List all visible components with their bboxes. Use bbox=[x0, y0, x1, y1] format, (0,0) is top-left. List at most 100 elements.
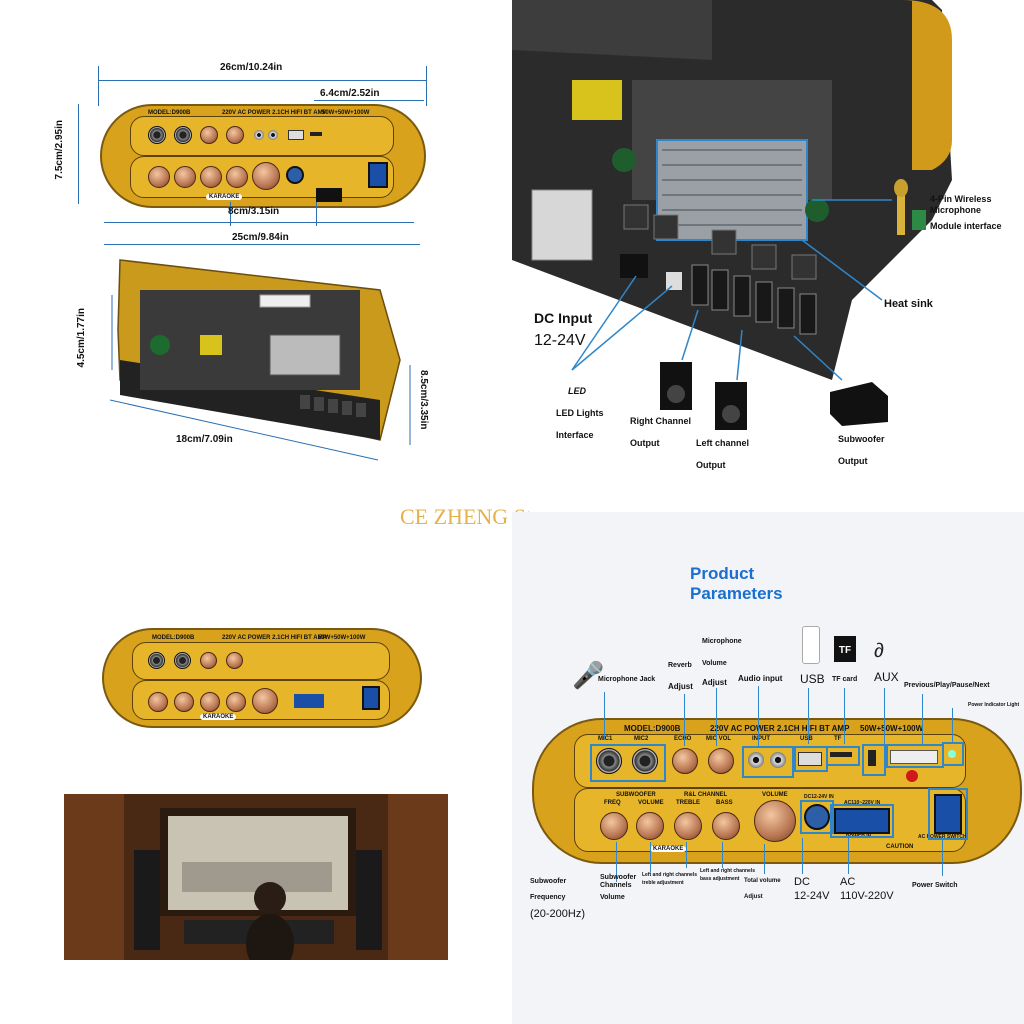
param-treble-knob bbox=[674, 812, 702, 840]
callout-line bbox=[952, 708, 953, 742]
board-caution: CAUTION bbox=[886, 844, 914, 850]
params-title-2: Parameters bbox=[690, 584, 783, 603]
param-led bbox=[948, 750, 956, 758]
input-l bbox=[254, 130, 264, 140]
small-volume bbox=[252, 688, 278, 714]
param-ir-sensor bbox=[906, 770, 918, 782]
highlight-input bbox=[742, 746, 794, 778]
input-r bbox=[268, 130, 278, 140]
bl-bass: BASS bbox=[716, 800, 733, 806]
param-bass-knob bbox=[712, 812, 740, 840]
usb-port bbox=[288, 130, 304, 140]
tf-card-label: TF card bbox=[832, 676, 858, 683]
reverb-label: Reverb bbox=[668, 662, 692, 669]
internal-board-drawing bbox=[512, 0, 952, 430]
callout-line bbox=[722, 842, 723, 868]
heat-sink-label: Heat sink bbox=[884, 298, 933, 310]
param-power-switch bbox=[934, 794, 962, 834]
mic-module-label-1: 4-Pin Wireless bbox=[930, 194, 992, 204]
param-board-model: MODEL:D900B bbox=[624, 724, 681, 733]
callout-line bbox=[802, 838, 803, 874]
small-bass bbox=[226, 692, 246, 712]
small-mic2 bbox=[174, 652, 191, 669]
sub-freq-label-1: Subwoofer bbox=[530, 878, 567, 885]
right-channel-label-1: Right Channel bbox=[630, 416, 691, 426]
highlight-tf bbox=[826, 746, 860, 766]
dim-line-mid bbox=[104, 222, 414, 223]
iso-board-drawing bbox=[109, 259, 411, 461]
adjust-label: Adjust bbox=[702, 678, 727, 687]
small-upper-panel bbox=[132, 642, 390, 680]
param-control-buttons bbox=[890, 750, 938, 764]
total-vol-label-2: Adjust bbox=[744, 894, 763, 900]
aux-label: AUX bbox=[874, 670, 899, 684]
param-karaoke-badge: KARAOKE bbox=[650, 846, 687, 852]
microphone-label: Microphone bbox=[702, 638, 742, 645]
bl-dc: DC12-24V IN bbox=[804, 794, 834, 800]
param-mic1-jack bbox=[596, 748, 622, 774]
bass-adj-label-1: Left and right channels bbox=[700, 868, 756, 874]
echo-knob bbox=[200, 126, 218, 144]
small-ac-socket bbox=[294, 694, 324, 708]
small-board-model: MODEL:D900B bbox=[152, 635, 195, 641]
callout-line bbox=[942, 840, 943, 876]
param-board-spec: 220V AC POWER 2.1CH HIFI BT AMP bbox=[710, 724, 850, 733]
dim-line-height bbox=[78, 104, 79, 204]
bl-micvol: MIC VOL bbox=[706, 736, 731, 742]
iso-depth-label: 8.5cm/3.35in bbox=[418, 370, 429, 430]
iso-height-label: 4.5cm/1.77in bbox=[76, 308, 87, 368]
small-echo bbox=[200, 652, 217, 669]
product-parameters-panel: Product Parameters Microphone Volume Adj… bbox=[512, 512, 1024, 1024]
small-karaoke-badge: KARAOKE bbox=[200, 714, 237, 720]
small-subvol bbox=[174, 692, 194, 712]
top-left-dimension-figure: 26cm/10.24in 6.4cm/2.52in 7.5cm/2.95in M… bbox=[0, 0, 512, 512]
param-tf-slot bbox=[830, 752, 852, 757]
callout-line bbox=[808, 688, 809, 744]
tf-card-icon: TF bbox=[834, 636, 856, 662]
small-board-power: 50W+50W+100W bbox=[318, 635, 366, 641]
dim-line-inner bbox=[104, 244, 420, 245]
bl-input: INPUT bbox=[752, 736, 770, 742]
param-usb-port bbox=[798, 752, 822, 766]
sub-ch-label-2: Channels bbox=[600, 882, 632, 889]
params-title-1: Product bbox=[690, 564, 755, 583]
param-volume-knob bbox=[754, 800, 796, 842]
callout-line bbox=[848, 838, 849, 874]
power-switch bbox=[368, 162, 388, 188]
bl-ac: AC110~220V IN bbox=[844, 800, 881, 806]
led-label-2: Interface bbox=[556, 430, 594, 440]
small-board: MODEL:D900B 220V AC POWER 2.1CH HIFI BT … bbox=[102, 628, 422, 728]
highlight-switch bbox=[928, 788, 968, 840]
highlight-aux bbox=[862, 744, 886, 776]
dc-input-title: DC Input bbox=[534, 310, 593, 326]
usb-drive-icon bbox=[802, 626, 820, 664]
right-channel-label-2: Output bbox=[630, 438, 660, 448]
callout-line bbox=[616, 842, 617, 882]
home-theater-drawing bbox=[64, 794, 448, 960]
bass-adj-label-2: bass adjustment bbox=[700, 876, 740, 882]
highlight-mic bbox=[590, 744, 666, 782]
param-board: MODEL:D900B 220V AC POWER 2.1CH HIFI BT … bbox=[532, 718, 1022, 864]
callout-line bbox=[684, 694, 685, 746]
highlight-led bbox=[942, 742, 964, 766]
bl-echo: ECHO bbox=[674, 736, 692, 742]
power-indicator-label: Power Indicator Light bbox=[968, 702, 1020, 708]
aux-cable-icon: ∂ bbox=[874, 640, 884, 662]
param-echo-knob bbox=[672, 748, 698, 774]
param-aux-port bbox=[868, 750, 876, 766]
bl-rl: R&L CHANNEL bbox=[684, 792, 728, 798]
dim-tick bbox=[98, 66, 99, 106]
mic-vol-knob bbox=[226, 126, 244, 144]
board-power: 50W+50W+100W bbox=[322, 110, 370, 116]
dim-line-inner-right bbox=[314, 100, 424, 101]
mic2-jack bbox=[174, 126, 192, 144]
dc-label-1: DC bbox=[794, 876, 810, 888]
audio-input-label: Audio input bbox=[738, 674, 783, 683]
dc-jack bbox=[286, 166, 304, 184]
sub-freq-label-2: Frequency bbox=[530, 894, 566, 901]
treble-adj-label-1: Left and right channels bbox=[642, 872, 698, 878]
freq-knob bbox=[148, 166, 170, 188]
total-vol-label-1: Total volume bbox=[744, 878, 781, 884]
mic-module-label-3: Module interface bbox=[930, 221, 1002, 231]
small-board-spec: 220V AC POWER 2.1CH HIFI BT AMP bbox=[222, 635, 327, 641]
